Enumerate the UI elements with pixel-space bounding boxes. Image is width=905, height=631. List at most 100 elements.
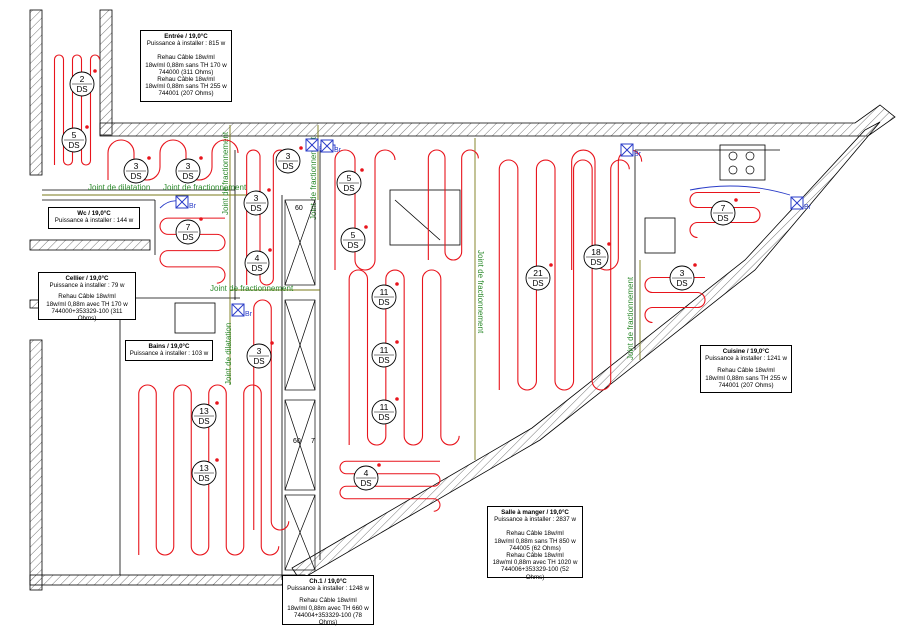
zone-type: DS [253, 357, 264, 366]
zone-type: DS [378, 356, 389, 365]
zone-number: 3 [186, 161, 191, 171]
zone-number: 5 [351, 230, 356, 240]
room-label-cuisine: Cuisine / 19,0°C Puissance à installer :… [700, 345, 792, 393]
cable-endpoint [549, 263, 553, 267]
joint-labels: Joint de dilatation Joint de fractionnem… [88, 131, 635, 385]
room-label-entree: Entrée / 19,0°C Puissance à installer : … [140, 30, 232, 102]
room-label-ch1: Ch.1 / 19,0°C Puissance à installer : 12… [282, 575, 374, 626]
cable-serpentine [498, 159, 630, 391]
room-label-bains: Bains / 19,0°C Puissance à installer : 1… [125, 340, 213, 361]
cable-endpoint [270, 341, 274, 345]
cable-serpentine [334, 149, 396, 271]
zone-type: DS [717, 214, 728, 223]
zone-type: DS [76, 85, 87, 94]
zone-number: 4 [255, 253, 260, 263]
wall-left-lower [29, 339, 43, 591]
dimension-label: 60 [293, 438, 301, 445]
cable-serpentine [53, 54, 101, 166]
cable-endpoint [299, 146, 303, 150]
dimension-label: 60 [295, 205, 303, 212]
cable-endpoint [93, 69, 97, 73]
zone-type: DS [347, 241, 358, 250]
room-label-cellier: Cellier / 19,0°C Puissance à installer :… [38, 272, 136, 322]
zone-marker: 3DS [175, 156, 203, 184]
thermostat-icon: Br [790, 196, 812, 211]
zone-marker: 5DS [61, 125, 89, 153]
cable-serpentine [253, 299, 290, 531]
interior-walls [42, 144, 780, 580]
dimension-label: 7 [311, 438, 315, 445]
joint-dilatation-label: Joint de dilatation [88, 183, 150, 192]
zone-number: 7 [721, 203, 726, 213]
zone-number: 21 [533, 268, 543, 278]
zone-type: DS [182, 172, 193, 181]
cable-endpoint [364, 225, 368, 229]
zone-marker: 3DS [123, 156, 151, 184]
cable-endpoint [395, 397, 399, 401]
thermostat-icon: Br [320, 139, 342, 154]
zone-number: 13 [199, 463, 209, 473]
cable-endpoint [199, 217, 203, 221]
zone-number: 5 [72, 130, 77, 140]
zone-type: DS [378, 413, 389, 422]
wall-top [99, 104, 896, 137]
cable-endpoint [147, 156, 151, 160]
heating-cables [53, 54, 761, 556]
zone-type: DS [251, 264, 262, 273]
cable-endpoint [85, 125, 89, 129]
wall-cellier [29, 239, 151, 251]
thermostats: BrBrBrBrBrBr [175, 138, 812, 318]
zone-number: 7 [186, 222, 191, 232]
zone-type: DS [282, 162, 293, 171]
joint-fractionnement-label: Joint de fractionnement [476, 250, 485, 334]
zone-number: 4 [364, 468, 369, 478]
zone-number: 11 [380, 287, 389, 297]
zone-type: DS [198, 417, 209, 426]
zone-marker: 3DS [246, 341, 274, 369]
cable-serpentine [689, 191, 761, 239]
zone-type: DS [378, 298, 389, 307]
zone-type: DS [343, 184, 354, 193]
joint-dilatation-label: Joint de dilatation [224, 323, 233, 385]
zone-type: DS [532, 279, 543, 288]
cable-serpentine [348, 269, 460, 446]
thermostat-icon: Br [620, 143, 642, 158]
cable-serpentine [107, 139, 239, 181]
cable-serpentine [138, 384, 280, 556]
zone-type: DS [676, 279, 687, 288]
thermostat-label: Br [245, 311, 253, 318]
zone-number: 3 [680, 268, 685, 278]
cable-serpentine [427, 149, 479, 261]
zone-marker: 3DS [243, 188, 271, 216]
cable-serpentine [246, 149, 288, 286]
zone-type: DS [68, 141, 79, 150]
thermostat-icon: Br [231, 303, 253, 318]
thermostat-label: Br [634, 151, 642, 158]
zone-marker: 3DS [275, 146, 303, 174]
cable-endpoint [215, 401, 219, 405]
zone-number: 18 [591, 247, 601, 257]
joints [42, 125, 641, 460]
zone-marker: 5DS [340, 225, 368, 253]
cable-serpentine [339, 460, 441, 512]
thermostat-icon: Br [175, 195, 197, 210]
zone-markers: 2DS5DS3DS3DS3DS3DS7DS4DS5DS5DS11DS11DS11… [61, 69, 738, 491]
zone-number: 2 [80, 74, 85, 84]
wall-bottom [29, 574, 306, 586]
zone-marker: 7DS [710, 198, 738, 226]
zone-type: DS [182, 233, 193, 242]
closets [284, 199, 316, 571]
thermostat-label: Br [189, 203, 197, 210]
thermostat-label: Br [804, 204, 812, 211]
thermostat-label: Br [334, 147, 342, 154]
cable-serpentine [159, 217, 226, 284]
zone-number: 5 [347, 173, 352, 183]
joint-fractionnement-label: Joint de fractionnement [221, 131, 230, 215]
zone-number: 11 [380, 345, 389, 355]
zone-type: DS [360, 479, 371, 488]
zone-marker: 7DS [175, 217, 203, 245]
